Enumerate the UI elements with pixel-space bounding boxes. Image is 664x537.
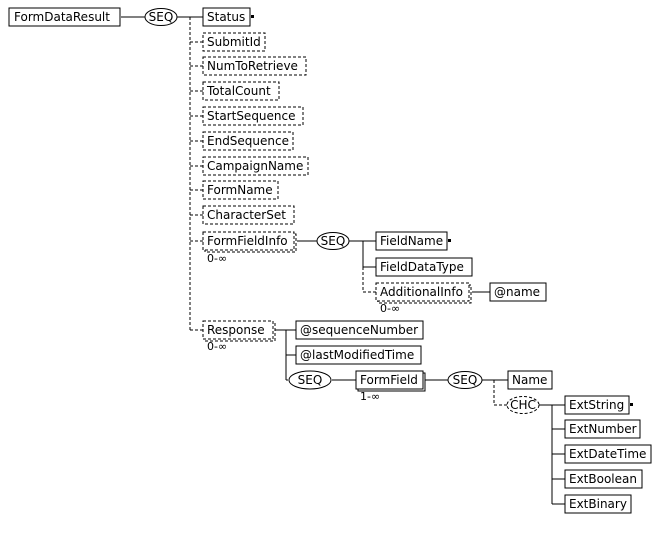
sequence-label: SEQ [321,234,346,248]
element-formfieldinfo: FormFieldInfo 0-∞ [202,231,297,265]
element-totalcount-box [202,81,280,101]
element-formfieldinfo-label: FormFieldInfo [207,234,288,248]
attribute-sequencenumber: @sequenceNumber [295,320,424,340]
element-formname: FormName [207,183,273,197]
element-startsequence-box [202,106,304,126]
sequence-label: SEQ [453,373,478,387]
element-extdatetime-label: ExtDateTime [569,447,646,461]
element-extstring: ExtString [564,395,633,415]
element-response: Response 0-∞ [202,320,276,353]
element-campaignname: CampaignName [207,159,303,173]
element-extboolean: ExtBoolean [564,469,643,489]
sequence-compositor-formfieldinfo: SEQ [316,232,350,250]
sequence-compositor-formfield: SEQ [447,371,483,389]
element-response-label: Response [207,323,265,337]
element-fieldname-label: FieldName [380,234,443,248]
element-name-label: Name [512,373,547,387]
element-endsequence: EndSequence [207,134,289,148]
element-status-label: Status [207,10,245,24]
element-numtoretrieve: NumToRetrieve [207,59,298,73]
element-formfield: FormField 1-∞ [355,370,426,403]
element-startsequence: StartSequence [207,109,296,123]
element-characterset-box [202,205,295,225]
cardinality-additionalinfo: 0-∞ [380,302,400,315]
sequence-compositor-root: SEQ [144,8,178,26]
cardinality-formfieldinfo: 0-∞ [207,252,227,265]
element-extstring-label: ExtString [569,398,624,412]
element-fieldname: FieldName [375,231,451,251]
element-additionalinfo: AdditionalInfo 0-∞ [375,282,472,315]
element-extbinary: ExtBinary [564,494,632,514]
element-extnumber: ExtNumber [564,419,641,439]
element-extboolean-label: ExtBoolean [569,472,637,486]
element-formdataresult-label: FormDataResult [14,10,110,24]
element-fielddatatype-label: FieldDataType [380,260,464,274]
element-campaignname-box [202,156,309,176]
element-totalcount: TotalCount [206,84,271,98]
element-characterset: CharacterSet [207,208,286,222]
choice-compositor: CHC [506,396,540,414]
element-formname-box [202,180,279,200]
attribute-sequencenumber-label: @sequenceNumber [300,323,418,337]
element-name: Name [507,370,553,390]
attribute-lastmodifiedtime: @lastModifiedTime [295,345,422,365]
element-numtoretrieve-box [202,56,307,76]
choice-label: CHC [510,398,536,412]
element-extdatetime: ExtDateTime [564,444,652,464]
children-marker-icon [251,15,254,18]
connector-lines [121,16,565,505]
element-submitid: SubmitId [207,35,261,49]
element-submitid-box [202,32,266,52]
attribute-name: @name [489,282,547,302]
cardinality-formfield: 1-∞ [360,390,380,403]
element-additionalinfo-label: AdditionalInfo [380,285,463,299]
attribute-name-label: @name [494,285,540,299]
attribute-lastmodifiedtime-label: @lastModifiedTime [300,348,414,362]
children-marker-icon [448,239,451,242]
element-formdataresult: FormDataResult [8,7,121,27]
element-extbinary-label: ExtBinary [569,497,627,511]
sequence-compositor-response: SEQ [288,370,332,390]
element-status: Status [202,7,254,27]
cardinality-response: 0-∞ [207,340,227,353]
element-fielddatatype: FieldDataType [375,257,473,277]
sequence-label: SEQ [149,10,174,24]
sequence-label: SEQ [298,373,323,387]
children-marker-icon [630,403,633,406]
element-formfield-label: FormField [360,373,418,387]
element-endsequence-box [202,131,294,151]
element-extnumber-label: ExtNumber [569,422,637,436]
